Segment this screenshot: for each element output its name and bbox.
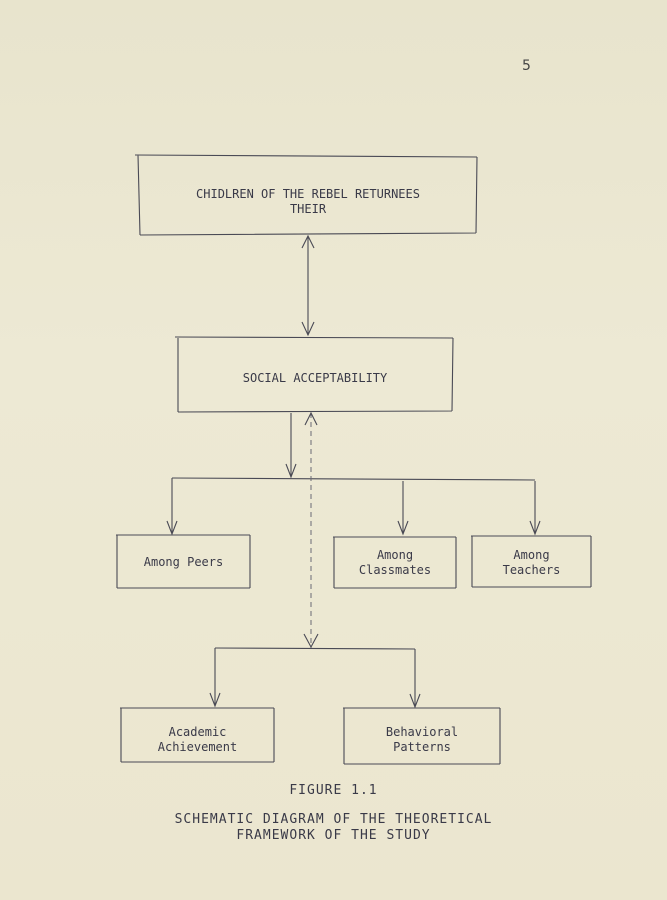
bus-lower [214,647,416,650]
box-academic-line1: Academic [168,725,227,739]
box-behavioral-line2: Patterns [393,740,451,754]
box-peers-border [116,534,251,589]
box-peers: Among Peers [117,552,250,572]
arrowhead-down [301,321,315,337]
box-peers-label: Among Peers [143,554,224,569]
arrowhead-up [301,234,315,249]
bus-line [171,477,536,481]
box-children-border [134,154,478,236]
dashed-arrowhead-down [303,633,319,649]
arrowhead-bus [285,463,297,479]
box-social: SOCIAL ACCEPTABILITY [178,368,452,388]
box-classmates-border [333,536,457,589]
figure-label: FIGURE 1.1 [289,783,378,798]
figure-caption-line2: FRAMEWORK OF THE STUDY [236,828,431,843]
box-teachers-border [471,535,592,588]
box-classmates: Among Classmates [334,547,456,579]
box-social-border [174,336,454,413]
box-academic: Academic Achievement [121,724,274,756]
box-teachers-line1: Among [513,548,550,562]
box-teachers-line2: Teachers [502,563,561,577]
box-children-line1: CHIDLREN OF THE REBEL RETURNEES [196,187,420,201]
box-teachers: Among Teachers [472,547,591,579]
box-children-line2: THEIR [289,202,327,216]
figure-caption-line1: SCHEMATIC DIAGRAM OF THE THEORETICAL [174,812,493,827]
dashed-arrowhead-up [304,411,318,426]
page-number: 5 [522,58,531,74]
box-academic-border [120,707,275,763]
box-classmates-line1: Among [376,548,414,562]
box-social-label: SOCIAL ACCEPTABILITY [242,370,388,385]
box-behavioral: Behavioral Patterns [344,724,500,756]
box-academic-line2: Achievement [157,740,238,754]
box-children: CHIDLREN OF THE REBEL RETURNEES THEIR [140,182,476,222]
box-classmates-line2: Classmates [358,563,432,577]
box-behavioral-line1: Behavioral [385,725,459,739]
box-behavioral-border [343,707,501,765]
